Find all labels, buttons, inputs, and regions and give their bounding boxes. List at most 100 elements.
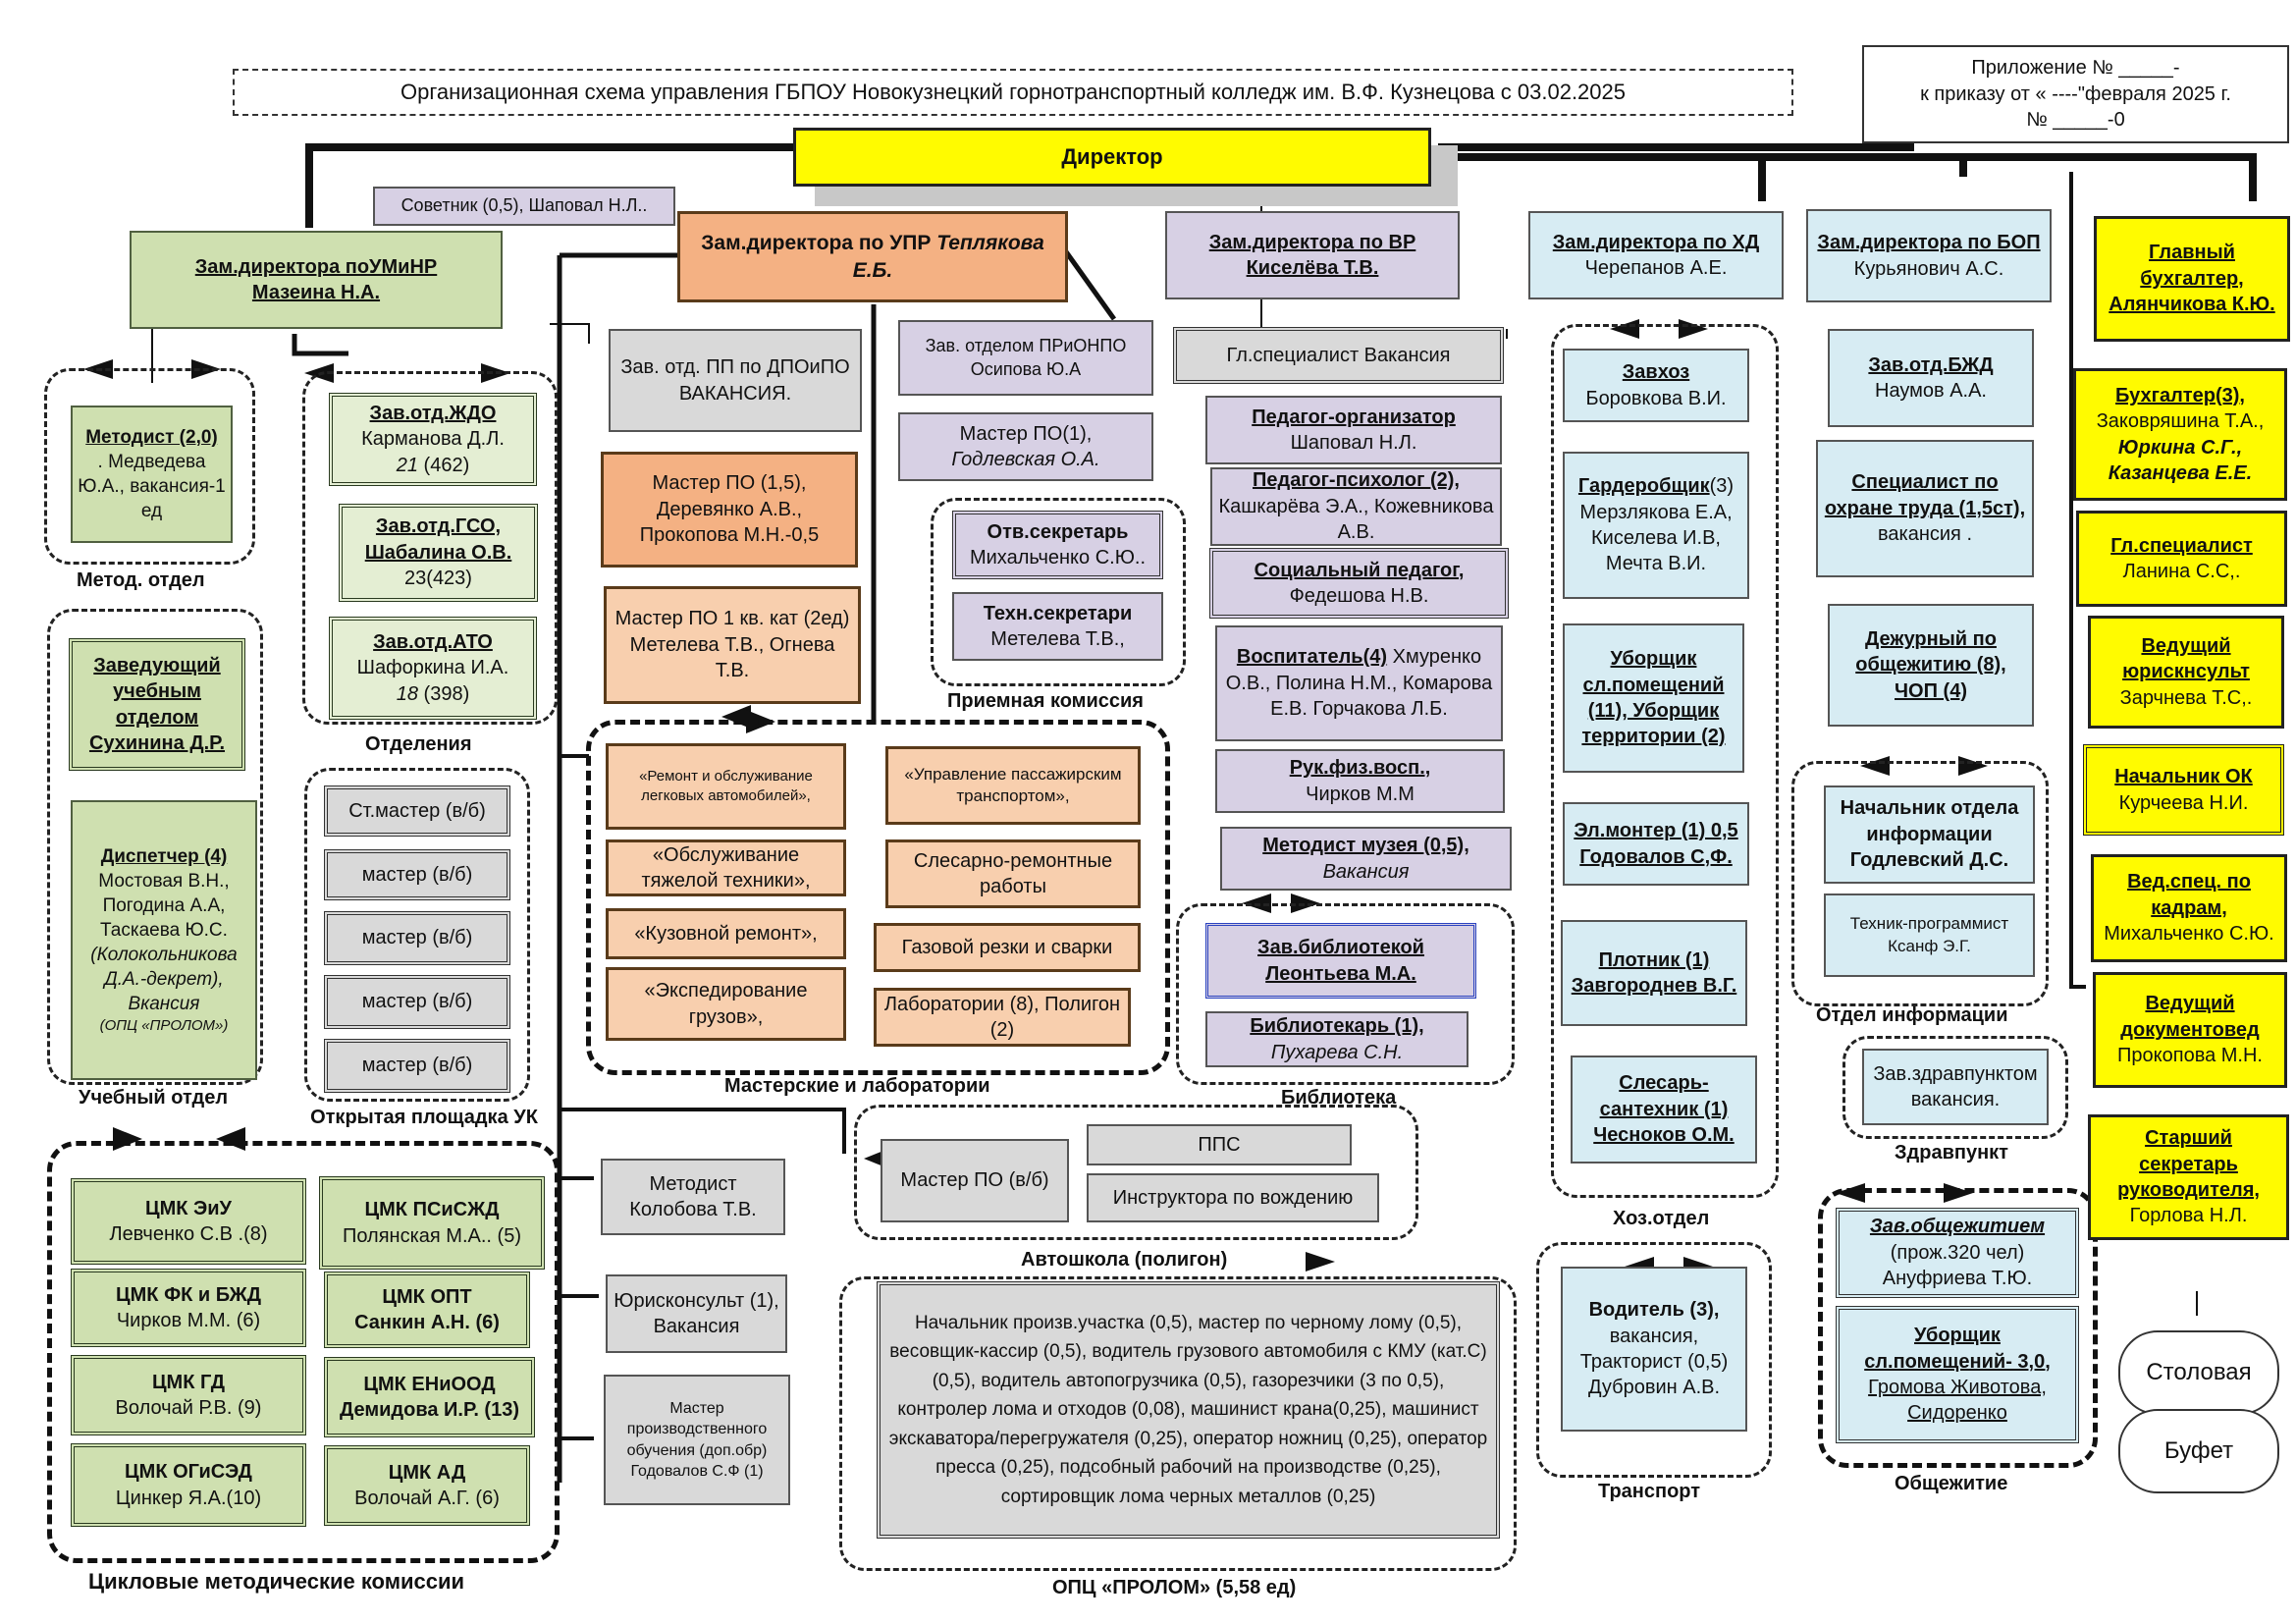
deputy-vr-title: Зам.директора по ВР [1208, 231, 1416, 253]
master-po-1-box: Мастер ПО (1,5), Деревянко А.В., Прокопо… [601, 452, 858, 568]
cmk-ad-head: Волочай А.Г. (6) [354, 1488, 500, 1509]
deputy-upr-title: Зам.директора по УПР [701, 231, 932, 254]
plumber-box: Слесарь-сантехник (1) Чесноков О.М. [1571, 1056, 1757, 1164]
medical-box: Зав.здравпунктом вакансия. [1862, 1049, 2049, 1125]
otdel-zhdo-title: Зав.отд.ЖДО [369, 402, 497, 424]
master-po-2-box: Мастер ПО 1 кв. кат (2ед) Метелева Т.В.,… [604, 586, 861, 704]
zav-ucheb-box: Заведующий учебным отделом Сухинина Д.Р. [69, 638, 245, 771]
cmk-ad-title: ЦМК АД [388, 1461, 466, 1484]
wardrobe-box: Гардеробщик(3) Мерзлякова Е.А, Киселева … [1563, 452, 1749, 599]
soc-ped-box: Социальный педагог, Федешова Н.В. [1209, 548, 1509, 619]
otdel-ato-box: Зав.отд.АТО Шафоркина И.А. 18 (398) [329, 617, 537, 720]
wardrobe-count: (3) [1709, 475, 1735, 498]
medical-group [1842, 1036, 2068, 1139]
library-group [1176, 903, 1515, 1085]
secretary-name: Горлова Н.Л. [2129, 1205, 2248, 1227]
dispatcher-names: Мостовая В.Н., Погодина А.А, Таскаева Ю.… [98, 870, 230, 942]
master-box-2: мастер (в/б) [324, 911, 510, 965]
transport-group [1536, 1242, 1772, 1478]
dorm-cleaner-title: Уборщик сл.помещений- 3,0, [1864, 1325, 2051, 1373]
info-label: Отдел информации [1816, 1004, 2008, 1026]
deputy-bop-title: Зам.директора по БОП [1817, 232, 2041, 254]
librarian-title: Библиотекарь (1), [1250, 1015, 1424, 1038]
otdel-zhdo-box: Зав.отд.ЖДО Карманова Д.Л. 21 (462) [329, 393, 537, 486]
priem-group [931, 498, 1186, 686]
dorm-head-box: Зав.общежитием (прож.320 чел) Ануфриева … [1836, 1208, 2079, 1298]
zavhoz-title: Завхоз [1622, 361, 1690, 384]
otdel-gso-box: Зав.отд.ГСО, Шабалина О.В. 23(423) [339, 504, 538, 602]
duty-box: Дежурный по общежитию (8), ЧОП (4) [1828, 604, 2034, 727]
buffet-pill: Буфет [2118, 1409, 2279, 1493]
deputy-hd-title: Зам.директора по ХД [1552, 231, 1760, 253]
ucheb-label: Учебный отдел [79, 1087, 229, 1109]
plosch-label: Открытая площадка УК [310, 1107, 538, 1128]
bjd-name: Наумов А.А. [1875, 380, 1987, 402]
docs-title: Ведущий документовед [2120, 993, 2260, 1041]
deputy-umnr-box: Зам.директора поУМиНР Мазеина Н.А. [130, 231, 503, 329]
chief-accountant-text: Главный бухгалтер, Алянчикова К.Ю. [2109, 242, 2275, 316]
otv-secretar-name: Михальченко С.Ю.. [969, 547, 1147, 568]
ped-psych-names: Кашкарёва Э.А., Кожевникова А.В. [1218, 495, 1494, 544]
master-po-godl-name: Годлевская О.А. [951, 449, 1100, 470]
driver-box: Водитель (3), вакансия, Тракторист (0,5)… [1561, 1267, 1747, 1432]
workshop-body-box: «Кузовной ремонт», [606, 908, 846, 959]
vr-glspec-box: Гл.специалист Вакансия [1173, 327, 1504, 384]
educator-names: Хмуренко О.В., Полина Н.М., Комарова Е.В… [1225, 646, 1493, 721]
jurist-box: Юрисконсульт (1), Вакансия [606, 1274, 787, 1353]
workshop-passenger-box: «Управление пассажирским транспортом», [885, 746, 1141, 825]
otdel-gso-count: 23(423) [404, 568, 472, 590]
cmk-ogised-head: Цинкер Я.А.(10) [115, 1487, 262, 1509]
master-box-4: мастер (в/б) [324, 1039, 510, 1093]
dispatcher-extra: (Колокольникова Д.А.-декрет), Вкансия [90, 945, 238, 1015]
otv-secretar-title: Отв.секретарь [987, 520, 1129, 543]
cmk-opt-box: ЦМК ОПТ Санкин А.Н. (6) [324, 1272, 530, 1348]
librarian-name: Пухарева С.Н. [1270, 1041, 1404, 1063]
hr-spec-title: Вед.спец. по кадрам, [2127, 871, 2251, 919]
phys-head-box: Рук.физ.восп., Чирков М.М [1215, 749, 1505, 813]
phys-head-name: Чирков М.М [1306, 783, 1415, 805]
library-label: Библиотека [1281, 1087, 1397, 1109]
master-box-1: мастер (в/б) [324, 849, 510, 900]
ped-org-box: Педагог-организатор Шаповал Н.Л. [1205, 396, 1502, 464]
educator-box: Воспитатель(4) Хмуренко О.В., Полина Н.М… [1215, 625, 1503, 741]
plumber-text: Слесарь-сантехник (1) Чесноков О.М. [1593, 1072, 1735, 1147]
cmk-fkbzhd-box: ЦМК ФК и БЖД Чирков М.М. (6) [71, 1269, 306, 1347]
safety-title: Специалист по охране труда (1,5ст), [1824, 471, 2026, 519]
otdel-gso-title: Зав.отд.ГСО, [375, 515, 502, 538]
bjd-box: Зав.отд.БЖД Наумов А.А. [1828, 329, 2034, 427]
jurist-right-name: Зарчнева Т.С,. [2119, 686, 2253, 709]
workshop-heavy-box: «Обслуживание тяжелой техники», [606, 839, 846, 896]
cmk-fkbzhd-title: ЦМК ФК и БЖД [116, 1283, 261, 1306]
electrician-box: Эл.монтер (1) 0,5 Годовалов С,Ф. [1563, 802, 1749, 886]
master-vb-box: Мастер ПО (в/б) [881, 1139, 1069, 1222]
deputy-hd-name: Черепанов А.Е. [1584, 257, 1728, 279]
cmk-psiszhd-title: ЦМК ПСиСЖД [364, 1199, 500, 1221]
hoz-group [1551, 324, 1779, 1198]
zavhoz-box: Завхоз Боровкова В.И. [1563, 349, 1749, 422]
secretary-title: Старший секретарь руководителя, [2117, 1127, 2260, 1201]
ucheb-group [47, 609, 263, 1085]
workshops-label: Мастерские и лаборатории [724, 1075, 990, 1097]
opc-label: ОПЦ «ПРОЛОМ» (5,58 ед) [1052, 1577, 1297, 1598]
cmk-eiu-head: Левченко С.В .(8) [109, 1223, 268, 1245]
cmk-ogised-title: ЦМК ОГиСЭД [125, 1461, 252, 1484]
dorm-head-title: Зав.общежитием [1869, 1216, 2046, 1238]
autoschool-label: Автошкола (полигон) [1021, 1249, 1228, 1271]
deputy-vr-name: Киселёва Т.В. [1246, 257, 1379, 279]
metod-group [44, 368, 255, 565]
accountant-name-1: Заковряшина Т.А., [2096, 410, 2265, 433]
opc-group [839, 1276, 1517, 1571]
safety-box: Специалист по охране труда (1,5ст), вака… [1816, 440, 2034, 577]
cmk-gd-box: ЦМК ГД Волочай Р.В. (9) [71, 1355, 306, 1435]
otdel-ato-count: 18 [396, 682, 418, 705]
museum-title: Методист музея (0,5), [1262, 835, 1469, 857]
jurist-right-title: Ведущий юрискнсульт [2122, 634, 2250, 683]
senior-master-box: Ст.мастер (в/б) [324, 785, 510, 837]
dorm-cleaner-names: Громова Животова, Сидоренко [1868, 1377, 2047, 1425]
chief-accountant-box: Главный бухгалтер, Алянчикова К.Ю. [2094, 216, 2290, 342]
transport-label: Транспорт [1598, 1481, 1701, 1502]
glspec-right-title: Гл.специалист [2110, 534, 2253, 557]
otdel-zhdo-students: (462) [423, 454, 470, 476]
deputy-vr-box: Зам.директора по ВР Киселёва Т.В. [1165, 211, 1460, 299]
